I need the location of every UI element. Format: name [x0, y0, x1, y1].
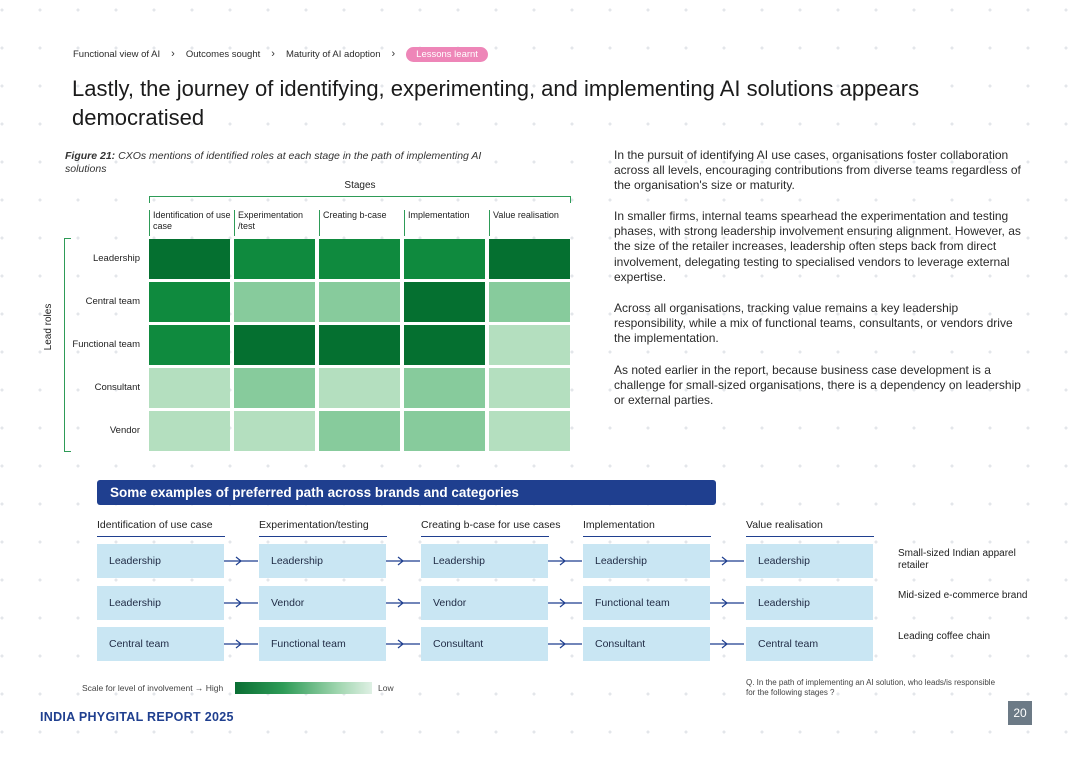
heatmap-cell: [234, 282, 315, 322]
heatmap-cell: [319, 368, 400, 408]
heatmap-cell: [234, 411, 315, 451]
survey-footnote: Q. In the path of implementing an AI sol…: [746, 678, 996, 697]
page-title: Lastly, the journey of identifying, expe…: [72, 76, 920, 130]
heatmap-cell: [489, 282, 570, 322]
path-step-box: Leadership: [421, 544, 548, 578]
figure-caption: Figure 21: CXOs mentions of identified r…: [65, 150, 505, 176]
path-step-box: Leadership: [97, 544, 224, 578]
breadcrumb-item-outcomes[interactable]: Outcomes sought: [185, 48, 261, 60]
brand-label: Small-sized Indian apparel retailer: [898, 548, 1016, 571]
path-step-box: Consultant: [583, 627, 710, 661]
path-step-box: Functional team: [583, 586, 710, 620]
breadcrumb-item-maturity[interactable]: Maturity of AI adoption: [285, 48, 381, 60]
arrow-right-icon: [548, 639, 582, 649]
examples-banner: Some examples of preferred path across b…: [97, 480, 716, 505]
scale-low-label: Low: [378, 683, 394, 693]
paragraph-1: In the pursuit of identifying AI use cas…: [614, 148, 1021, 193]
figure-caption-text: CXOs mentions of identified roles at eac…: [65, 150, 482, 175]
heatmap-cell: [404, 325, 485, 365]
arrow-right-icon: [710, 556, 744, 566]
heatmap-cell: [404, 368, 485, 408]
role-header: Central team: [85, 296, 140, 307]
path-step-box: Consultant: [421, 627, 548, 661]
arrow-right-icon: [386, 598, 420, 608]
heatmap-cell: [489, 411, 570, 451]
heatmap-cell: [404, 239, 485, 279]
scale-label: Scale for level of involvement → High: [82, 683, 224, 693]
heatmap-cell: [149, 325, 230, 365]
arrow-right-icon: [386, 639, 420, 649]
path-step-box: Leadership: [746, 586, 873, 620]
path-step-box: Leadership: [583, 544, 710, 578]
stages-title: Stages: [344, 180, 376, 191]
arrow-right-icon: [224, 598, 258, 608]
heatmap-cell: [489, 368, 570, 408]
stage-header: Implementation: [404, 210, 488, 236]
arrow-right-icon: [224, 556, 258, 566]
path-stage-header: Implementation: [583, 519, 711, 537]
arrow-right-icon: [548, 556, 582, 566]
path-stage-header: Creating b-case for use cases: [421, 519, 560, 537]
report-footer: INDIA PHYGITAL REPORT 2025: [40, 710, 234, 724]
heatmap-cell: [234, 368, 315, 408]
lead-roles-brace: [64, 238, 71, 452]
path-step-box: Leadership: [746, 544, 873, 578]
path-step-box: Leadership: [259, 544, 386, 578]
heatmap-cell: [489, 239, 570, 279]
stage-header: Creating b-case: [319, 210, 403, 236]
path-step-box: Functional team: [259, 627, 386, 661]
scale-gradient-bar: [235, 682, 372, 694]
chevron-right-icon: ›: [271, 48, 275, 60]
paragraph-3: Across all organisations, tracking value…: [614, 301, 1013, 346]
heatmap-cell: [319, 411, 400, 451]
role-header: Functional team: [72, 339, 140, 350]
path-stage-header: Identification of use case: [97, 519, 225, 537]
brand-label: Mid-sized e-commerce brand: [898, 590, 1028, 601]
path-step-box: Leadership: [97, 586, 224, 620]
path-step-box: Central team: [746, 627, 873, 661]
stage-header: Identification of use case: [149, 210, 233, 236]
brand-label: Leading coffee chain: [898, 631, 991, 642]
lead-roles-label: Lead roles: [43, 303, 54, 351]
path-stage-header: Value realisation: [746, 519, 874, 537]
heatmap-cell: [149, 368, 230, 408]
heatmap-cell: [404, 282, 485, 322]
role-header: Consultant: [94, 382, 140, 393]
path-step-box: Vendor: [259, 586, 386, 620]
arrow-right-icon: [386, 556, 420, 566]
figure-label: Figure 21:: [65, 150, 116, 162]
arrow-right-icon: [548, 598, 582, 608]
heatmap-cell: [319, 239, 400, 279]
heatmap-cell: [234, 239, 315, 279]
stages-brace: [149, 196, 571, 203]
stage-header: Experimentation /test: [234, 210, 318, 236]
path-step-box: Vendor: [421, 586, 548, 620]
path-stage-header: Experimentation/testing: [259, 519, 387, 537]
paragraph-4: As noted earlier in the report, because …: [614, 363, 1021, 408]
chevron-right-icon: ›: [171, 48, 175, 60]
heatmap-cell: [149, 282, 230, 322]
heatmap-cell: [404, 411, 485, 451]
paragraph-2: In smaller firms, internal teams spearhe…: [614, 209, 1021, 284]
chevron-right-icon: ›: [391, 48, 396, 60]
arrow-right-icon: [710, 598, 744, 608]
heatmap-cell: [149, 239, 230, 279]
breadcrumb-item-functional-view[interactable]: Functional view of AI: [73, 48, 161, 60]
arrow-right-icon: [224, 639, 258, 649]
heatmap-cell: [149, 411, 230, 451]
arrow-right-icon: [710, 639, 744, 649]
heatmap-cell: [319, 282, 400, 322]
stage-header: Value realisation: [489, 210, 573, 236]
heatmap-cell: [489, 325, 570, 365]
role-header: Leadership: [92, 253, 140, 264]
heatmap-cell: [234, 325, 315, 365]
heatmap-cell: [319, 325, 400, 365]
breadcrumb-item-lessons-active[interactable]: Lessons learnt: [406, 46, 488, 62]
path-step-box: Central team: [97, 627, 224, 661]
role-header: Vendor: [109, 425, 140, 436]
page-number: 20: [1008, 701, 1032, 725]
breadcrumb: Functional view of AI › Outcomes sought …: [73, 45, 488, 63]
